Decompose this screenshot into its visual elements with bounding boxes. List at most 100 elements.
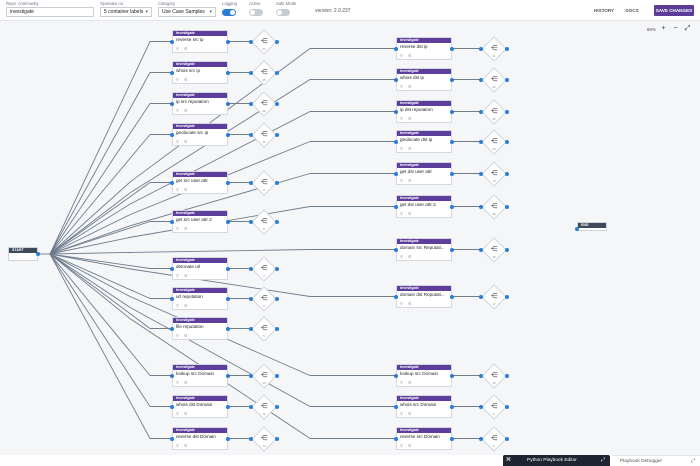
- connection-port[interactable]: [450, 404, 454, 409]
- connection-port[interactable]: [226, 266, 230, 271]
- connection-port[interactable]: [226, 180, 230, 185]
- connection-port[interactable]: [479, 77, 483, 82]
- connection-port[interactable]: [170, 404, 174, 409]
- connection-port[interactable]: [275, 296, 279, 301]
- connection-port[interactable]: [479, 139, 483, 144]
- zoom-out-button[interactable]: −: [673, 25, 678, 32]
- connection-port[interactable]: [479, 204, 483, 209]
- connection-port[interactable]: [249, 101, 253, 106]
- connection-port[interactable]: [479, 247, 483, 252]
- connection-port[interactable]: [450, 436, 454, 441]
- connection-port[interactable]: [275, 436, 279, 441]
- connection-port[interactable]: [226, 39, 230, 44]
- connection-port[interactable]: [275, 39, 279, 44]
- connection-port[interactable]: [249, 404, 253, 409]
- connection-port[interactable]: [450, 139, 454, 144]
- docs-button[interactable]: DOCS: [625, 8, 639, 13]
- connection-port[interactable]: [226, 296, 230, 301]
- connection-port[interactable]: [170, 219, 174, 224]
- connection-port[interactable]: [394, 373, 398, 378]
- safe-mode-toggle[interactable]: [276, 9, 290, 16]
- connection-port[interactable]: [505, 204, 509, 209]
- connection-port[interactable]: [249, 373, 253, 378]
- tab-python-playbook-editor[interactable]: ⌘ Python Playbook Editor ⤢: [503, 455, 610, 466]
- connection-port[interactable]: [450, 247, 454, 252]
- history-button[interactable]: HISTORY: [593, 8, 615, 13]
- connection-port[interactable]: [249, 70, 253, 75]
- connection-port[interactable]: [575, 227, 579, 231]
- connection-port[interactable]: [275, 180, 279, 185]
- connection-port[interactable]: [249, 219, 253, 224]
- connection-port[interactable]: [249, 266, 253, 271]
- connection-port[interactable]: [450, 294, 454, 299]
- connection-port[interactable]: [275, 404, 279, 409]
- connection-port[interactable]: [275, 101, 279, 106]
- connection-port[interactable]: [394, 46, 398, 51]
- connection-port[interactable]: [170, 326, 174, 331]
- connection-port[interactable]: [479, 436, 483, 441]
- connection-port[interactable]: [226, 404, 230, 409]
- connection-port[interactable]: [249, 132, 253, 137]
- connection-port[interactable]: [394, 109, 398, 114]
- connection-port[interactable]: [479, 294, 483, 299]
- connection-port[interactable]: [394, 171, 398, 176]
- connection-port[interactable]: [170, 373, 174, 378]
- connection-port[interactable]: [450, 204, 454, 209]
- connection-port[interactable]: [249, 180, 253, 185]
- end-node[interactable]: END: [577, 222, 607, 231]
- connection-port[interactable]: [275, 219, 279, 224]
- connection-port[interactable]: [394, 139, 398, 144]
- connection-port[interactable]: [450, 77, 454, 82]
- connection-port[interactable]: [479, 404, 483, 409]
- connection-port[interactable]: [505, 436, 509, 441]
- zoom-in-button[interactable]: +: [661, 25, 666, 32]
- connection-port[interactable]: [249, 436, 253, 441]
- connection-port[interactable]: [505, 77, 509, 82]
- connection-port[interactable]: [479, 171, 483, 176]
- logging-toggle[interactable]: [222, 9, 236, 16]
- connection-port[interactable]: [450, 373, 454, 378]
- connection-port[interactable]: [505, 294, 509, 299]
- connection-port[interactable]: [450, 46, 454, 51]
- connection-port[interactable]: [394, 204, 398, 209]
- connection-port[interactable]: [226, 101, 230, 106]
- connection-port[interactable]: [479, 373, 483, 378]
- connection-port[interactable]: [170, 180, 174, 185]
- connection-port[interactable]: [394, 294, 398, 299]
- connection-port[interactable]: [170, 296, 174, 301]
- operates-on-select[interactable]: 5 container labels▾: [100, 7, 152, 17]
- connection-port[interactable]: [170, 39, 174, 44]
- connection-port[interactable]: [226, 373, 230, 378]
- connection-port[interactable]: [394, 404, 398, 409]
- connection-port[interactable]: [450, 109, 454, 114]
- expand-icon[interactable]: ⤢: [690, 458, 695, 464]
- connection-port[interactable]: [170, 70, 174, 75]
- connection-port[interactable]: [505, 373, 509, 378]
- connection-port[interactable]: [226, 219, 230, 224]
- connection-port[interactable]: [479, 109, 483, 114]
- connection-port[interactable]: [249, 326, 253, 331]
- connection-port[interactable]: [275, 373, 279, 378]
